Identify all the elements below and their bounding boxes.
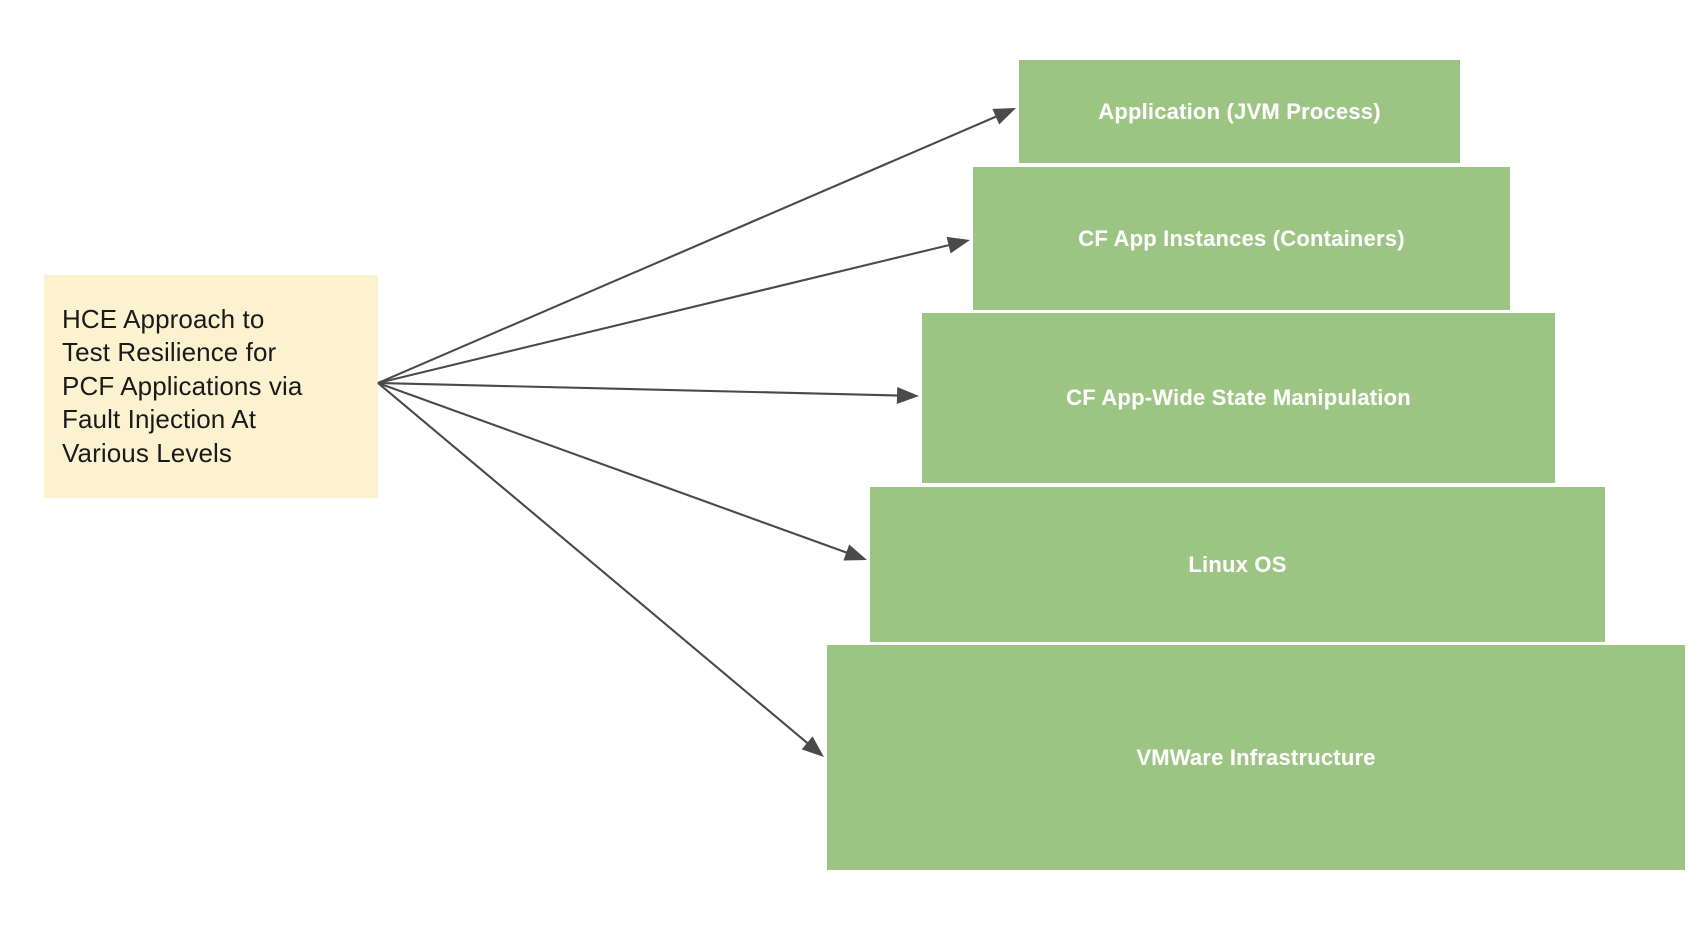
arrowhead-icon: [801, 736, 824, 757]
arrowhead-icon: [946, 236, 970, 254]
layer-box-5[interactable]: VMWare Infrastructure: [827, 645, 1685, 870]
arrow-line: [377, 381, 901, 397]
layer-label: CF App Instances (Containers): [1078, 225, 1405, 251]
layer-box-2[interactable]: CF App Instances (Containers): [973, 167, 1510, 310]
layer-label: Linux OS: [1188, 551, 1287, 577]
arrow-line: [377, 382, 811, 746]
arrow-line: [377, 382, 850, 555]
arrowhead-icon: [992, 108, 1016, 125]
layer-box-4[interactable]: Linux OS: [870, 487, 1605, 642]
source-note-label: HCE Approach to Test Resilience for PCF …: [62, 303, 303, 468]
arrow-to-layer-1: [377, 108, 1016, 384]
arrow-to-layer-5: [377, 382, 824, 757]
layer-box-1[interactable]: Application (JVM Process): [1019, 60, 1460, 163]
arrow-to-layer-2: [377, 236, 970, 385]
arrowhead-icon: [843, 544, 867, 561]
arrow-line: [377, 114, 999, 384]
layer-label: Application (JVM Process): [1098, 98, 1381, 124]
arrowhead-icon: [896, 386, 919, 404]
arrow-to-layer-3: [377, 381, 919, 404]
arrow-to-layer-4: [377, 382, 867, 561]
layer-box-3[interactable]: CF App-Wide State Manipulation: [922, 313, 1555, 483]
source-note-box[interactable]: HCE Approach to Test Resilience for PCF …: [44, 275, 378, 498]
arrow-line: [377, 243, 952, 385]
layer-label: CF App-Wide State Manipulation: [1066, 385, 1411, 410]
layer-label: VMWare Infrastructure: [1136, 744, 1376, 770]
